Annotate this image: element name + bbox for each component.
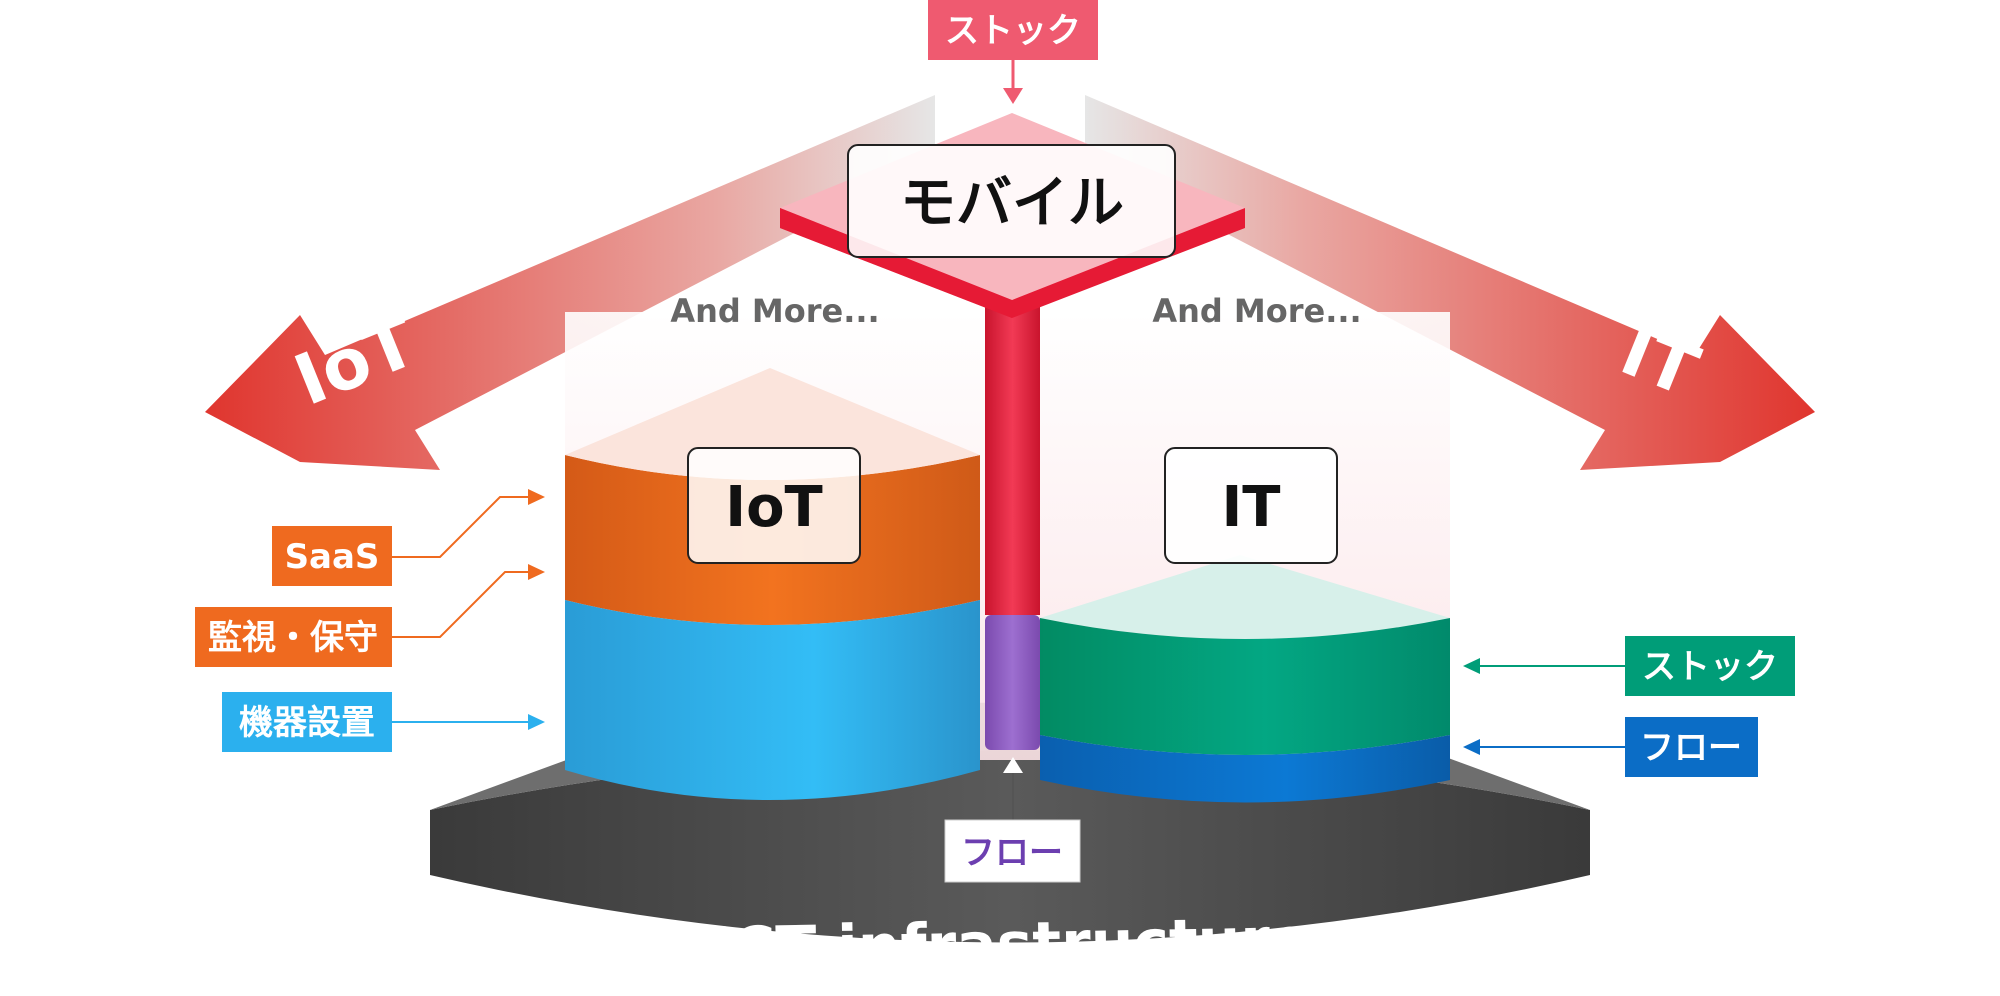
and-more-left: And More... bbox=[670, 292, 879, 330]
it-box: IT bbox=[1164, 447, 1338, 564]
install-label-group: 機器設置 bbox=[222, 692, 545, 752]
right-flow-label: フロー bbox=[1640, 728, 1742, 768]
top-stock-tag: ストック bbox=[928, 0, 1098, 104]
it-cylinder-top bbox=[1040, 555, 1450, 639]
iot-box-label: IoT bbox=[725, 475, 823, 540]
bottom-flow-tag: フロー bbox=[944, 757, 1081, 883]
it-cylinder-darkblue bbox=[1040, 735, 1450, 803]
and-more-right: And More... bbox=[1152, 292, 1361, 330]
iot-cylinder-top bbox=[565, 368, 980, 480]
iot-box: IoT bbox=[687, 447, 861, 564]
iot-cylinder-blue bbox=[565, 600, 980, 800]
base-label: ICT infrastructure bbox=[709, 905, 1312, 985]
right-flow-label-group: フロー bbox=[1463, 717, 1758, 777]
arrow-right-shape bbox=[1085, 95, 1815, 470]
it-cylinder-green bbox=[1040, 618, 1450, 755]
mobile-label: モバイル bbox=[900, 171, 1124, 236]
right-stock-label-group: ストック bbox=[1463, 636, 1795, 696]
right-stock-label: ストック bbox=[1642, 647, 1778, 687]
monitor-label: 監視・保守 bbox=[208, 618, 378, 658]
center-pole-purple bbox=[985, 615, 1040, 750]
saas-label-group: SaaS bbox=[272, 489, 545, 586]
it-box-label: IT bbox=[1221, 475, 1280, 540]
arrow-left-shape bbox=[205, 95, 935, 470]
install-label: 機器設置 bbox=[239, 703, 375, 743]
bottom-flow-label: フロー bbox=[961, 833, 1063, 873]
saas-label: SaaS bbox=[285, 537, 380, 577]
monitor-label-group: 監視・保守 bbox=[195, 564, 545, 667]
top-stock-label: ストック bbox=[945, 11, 1081, 51]
top-diamond-underside bbox=[780, 208, 1012, 318]
center-pole-red bbox=[985, 305, 1040, 615]
mobile-box: モバイル bbox=[847, 144, 1176, 258]
